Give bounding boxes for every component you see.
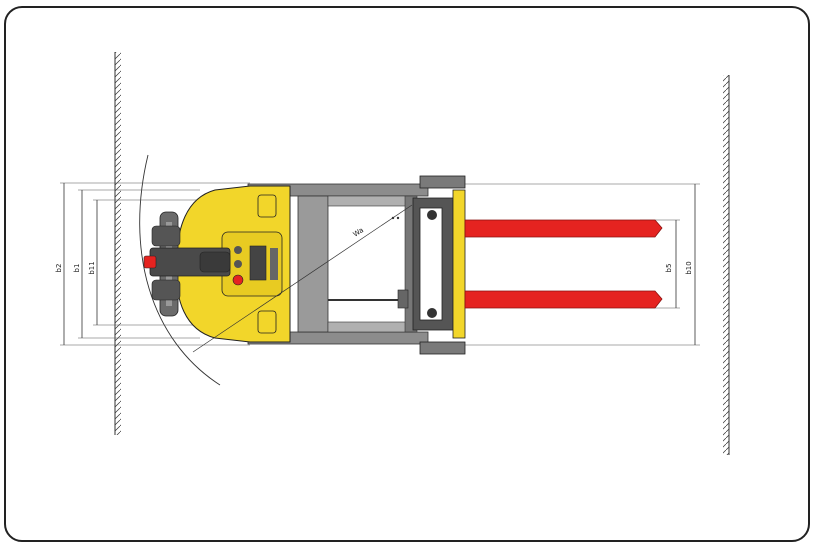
label-b11: b11: [88, 261, 96, 274]
chassis-frame: [247, 183, 429, 345]
dimension-b10: [460, 183, 700, 346]
label-b10: b10: [685, 261, 693, 274]
dimension-b1: [78, 189, 200, 339]
emergency-stop-button: [232, 274, 244, 286]
right-wall: [723, 75, 730, 455]
truck-body: [175, 185, 291, 343]
label-wa: Wa: [352, 226, 365, 239]
dimension-wa: [192, 204, 413, 353]
tiller-handle: [143, 211, 231, 317]
label-b1: b1: [73, 264, 81, 273]
left-wall: [114, 52, 121, 435]
dimension-b2: [60, 182, 250, 346]
label-b2: b2: [55, 264, 63, 273]
forks: [464, 219, 663, 309]
fork-upper: [464, 219, 663, 238]
turning-radius-arc: [139, 154, 221, 386]
dimension-b11: [93, 199, 200, 326]
mast-carriage: [412, 175, 466, 355]
fork-lower: [464, 290, 663, 309]
label-b5: b5: [665, 264, 673, 273]
